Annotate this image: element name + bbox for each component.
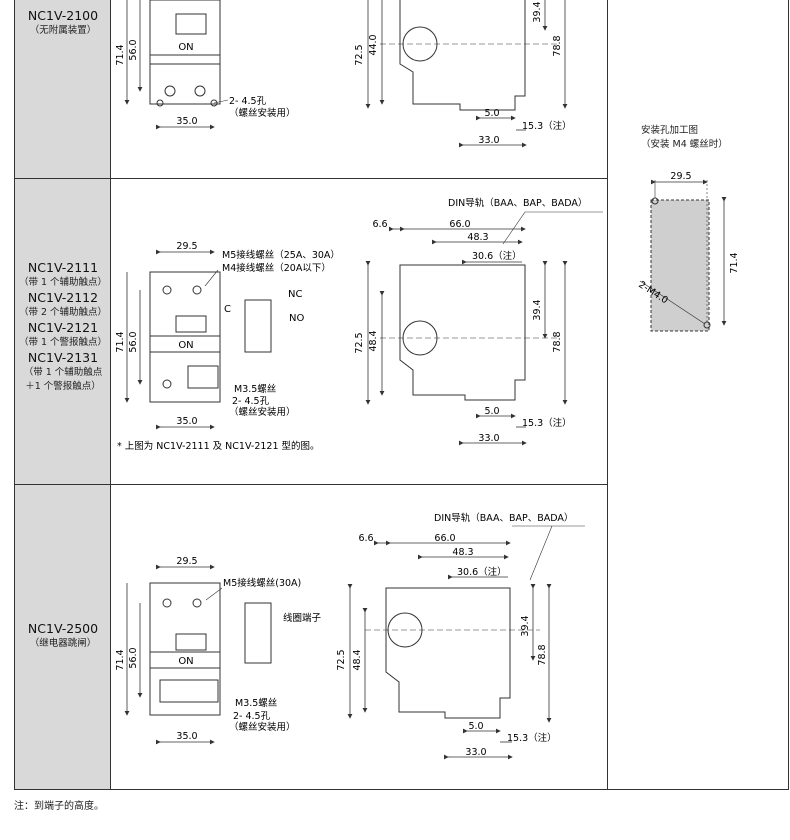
dim-label: 48.4 [368, 330, 379, 351]
on-label: ON [178, 42, 193, 53]
dim-label: 48.4 [352, 649, 363, 670]
hole-label: 2- 4.5孔 [232, 396, 270, 407]
mounting-subtitle-text: （安装 M4 螺丝时） [641, 139, 728, 150]
hole-label: 2- 4.5孔 [229, 96, 267, 107]
row-divider [15, 484, 607, 485]
model-desc: （带 1 个警报触点） [18, 337, 108, 348]
row-label-2100: NC1V-2100 （无附属装置） [15, 8, 111, 38]
dim-label: 39.4 [532, 299, 543, 320]
dim-label: 15.3（注） [522, 120, 572, 132]
model-desc: （继电器跳闸） [29, 638, 97, 649]
model-column [15, 0, 111, 789]
mounting-hole-drawing: 29.5 71.4 2-M4.0 [636, 171, 740, 332]
dim-label: 72.5 [354, 332, 365, 353]
dim-label: 78.8 [552, 331, 563, 352]
dim-label: 39.4 [520, 615, 531, 636]
nc-label: NC [288, 289, 302, 300]
dim-label: 56.0 [128, 647, 139, 668]
dim-label: 5.0 [484, 406, 499, 417]
m35-label: M3.5螺丝 [234, 383, 276, 395]
dimension-table: NC1V-2100 （无附属装置） NC1V-2111 （带 1 个辅助触点） … [14, 0, 789, 790]
dim-label: 35.0 [176, 116, 197, 127]
dim-label: 72.5 [336, 649, 347, 670]
dim-label: 66.0 [449, 219, 470, 230]
dim-label: 48.3 [467, 232, 488, 243]
dim-label: 71.4 [115, 331, 126, 352]
dim-label: 15.3（注） [507, 732, 557, 744]
model-desc: （带 2 个辅助触点） [18, 307, 108, 318]
row-label-2500: NC1V-2500 （继电器跳闸） [15, 621, 111, 651]
row-divider [15, 178, 607, 179]
row2-side-view: DIN导轨（BAA、BAP、BADA） 6.6 66.0 48.3 30.6（注… [354, 197, 603, 446]
row-label-21xx: NC1V-2111 （带 1 个辅助触点） NC1V-2112 （带 2 个辅助… [15, 260, 111, 394]
dim-label: 6.6 [358, 533, 373, 544]
hole-sub-label: （螺丝安装用） [229, 107, 296, 119]
coil-label: 线圈端子 [283, 612, 322, 624]
row3-side-view: DIN导轨（BAA、BAP、BADA） 6.6 66.0 48.3 30.6（注… [336, 512, 585, 760]
model-name: NC1V-2111 [27, 260, 99, 275]
dim-label: 33.0 [478, 135, 499, 146]
dim-label: 30.6（注） [457, 566, 507, 578]
din-label: DIN导轨（BAA、BAP、BADA） [434, 512, 573, 524]
model-name: NC1V-2121 [27, 320, 99, 335]
dim-label: 29.5 [176, 556, 197, 567]
on-label: ON [178, 656, 193, 667]
dim-label: 44.0 [368, 34, 379, 55]
model-desc: ＋1 个警报触点） [25, 381, 101, 392]
model-name: NC1V-2112 [27, 290, 99, 305]
din-label: DIN导轨（BAA、BAP、BADA） [448, 197, 587, 209]
mounting-plate [650, 199, 710, 332]
dim-label: 56.0 [128, 39, 139, 60]
panel-divider [607, 0, 608, 789]
hole-label: 2- 4.5孔 [233, 711, 271, 722]
footnote: 注：到端子的高度。 [14, 801, 104, 812]
dim-label: 5.0 [468, 721, 483, 732]
m5-label: M5接线螺丝(30A) [223, 577, 301, 589]
dim-label: 35.0 [176, 731, 197, 742]
dim-label: 78.8 [552, 35, 563, 56]
hole-leader [639, 280, 706, 325]
dim-label: 30.6（注） [472, 250, 522, 262]
dim-label: 33.0 [465, 747, 486, 758]
row1-front-view: ON 71.4 56.0 35.0 2- 4.5孔 （螺丝安装用） [115, 0, 296, 130]
dim-label: 33.0 [478, 433, 499, 444]
m5-label: M5接线螺丝（25A、30A） [222, 249, 340, 261]
m4-label: M4接线螺丝（20A以下） [222, 262, 331, 274]
dim-label: 29.5 [176, 241, 197, 252]
dim-label: 48.3 [452, 547, 473, 558]
model-name: NC1V-2100 [27, 8, 99, 23]
row2-front-view: 29.5 ON 71.4 56.0 35.0 M5接线螺丝（25A、30A） M… [115, 241, 340, 452]
dim-label: 56.0 [128, 331, 139, 352]
model-name: NC1V-2131 [27, 350, 99, 365]
m35-label: M3.5螺丝 [235, 697, 277, 709]
no-label: NO [289, 313, 304, 324]
hole-sub-label: （螺丝安装用） [229, 406, 296, 418]
dim-label: 71.4 [115, 44, 126, 65]
row2-footnote: * 上图为 NC1V-2111 及 NC1V-2121 型的图。 [117, 440, 320, 452]
dim-label: 5.0 [484, 108, 499, 119]
dim-label: 39.4 [532, 1, 543, 22]
dim-label: 78.8 [537, 644, 548, 665]
row3-front-view: 29.5 ON 71.4 56.0 35.0 M5接线螺丝(30A) 线圈端子 … [115, 556, 322, 745]
row1-side-view: 72.5 44.0 39.4 78.8 5.0 15.3（注） 33.0 [354, 0, 572, 148]
model-name: NC1V-2500 [27, 621, 99, 636]
on-label: ON [178, 340, 193, 351]
hole-sub-label: （螺丝安装用） [229, 721, 296, 733]
dim-label: 35.0 [176, 416, 197, 427]
dim-label: 6.6 [372, 219, 387, 230]
dim-label: 72.5 [354, 44, 365, 65]
model-desc: （无附属装置） [29, 25, 97, 36]
mounting-title: 安装孔加工图 （安装 M4 螺丝时） [641, 124, 728, 152]
mount-width-label: 29.5 [670, 171, 691, 182]
model-desc: （带 1 个辅助触点 [23, 367, 103, 378]
mount-height-label: 71.4 [729, 252, 740, 273]
model-desc: （带 1 个辅助触点） [18, 277, 108, 288]
c-label: C [224, 304, 231, 315]
dim-label: 15.3（注） [522, 417, 572, 429]
mounting-title-text: 安装孔加工图 [641, 125, 699, 136]
dim-label: 66.0 [434, 533, 455, 544]
dim-label: 71.4 [115, 649, 126, 670]
